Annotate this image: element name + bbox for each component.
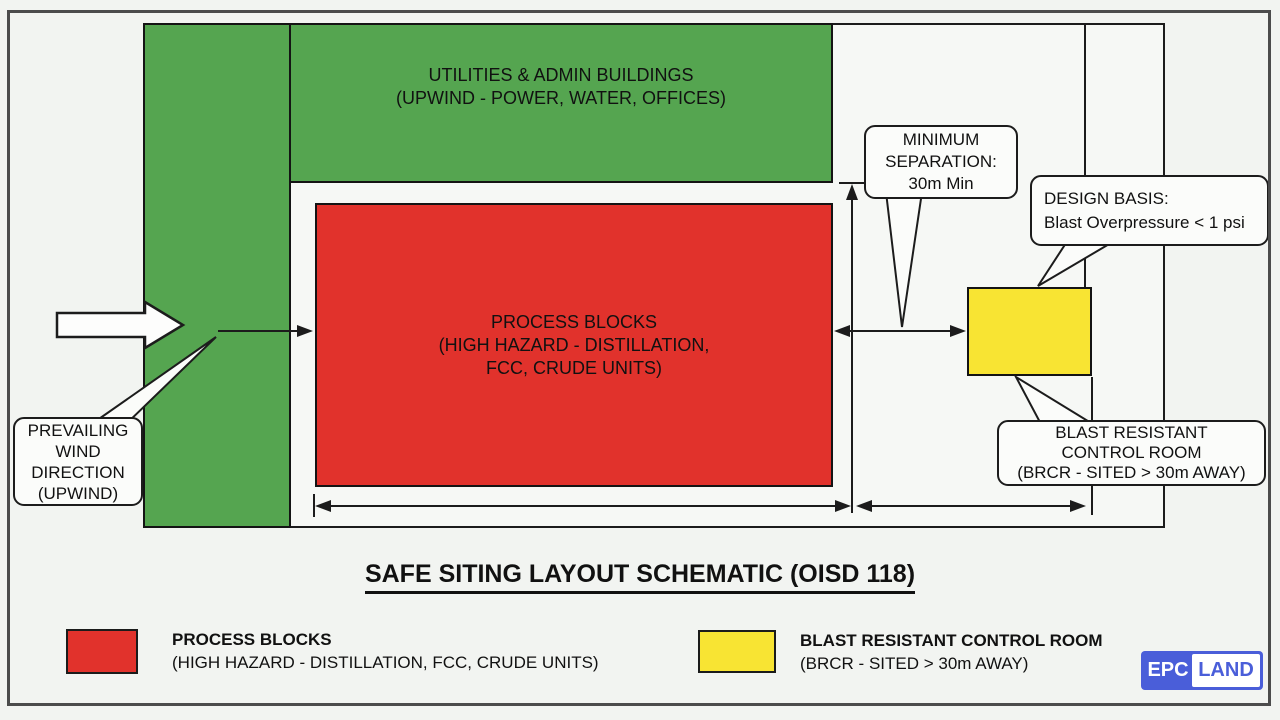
process-blocks-block: PROCESS BLOCKS (HIGH HAZARD - DISTILLATI…	[315, 203, 833, 487]
prevailing-wind-callout: PREVAILING WIND DIRECTION (UPWIND)	[13, 417, 143, 506]
process-label-line2: (HIGH HAZARD - DISTILLATION,	[438, 334, 710, 355]
logo-land-text: LAND	[1192, 654, 1260, 687]
wind-callout-line2: WIND	[55, 441, 101, 461]
legend-item-process: PROCESS BLOCKS (HIGH HAZARD - DISTILLATI…	[172, 628, 599, 674]
design-basis-line1: DESIGN BASIS:	[1044, 188, 1169, 208]
separation-callout-line2: SEPARATION:	[885, 152, 997, 171]
blast-resistant-control-room-block	[967, 287, 1092, 376]
wind-callout-line1: PREVAILING	[27, 420, 129, 440]
wind-callout-line4: (UPWIND)	[37, 483, 119, 503]
wind-callout-line3: DIRECTION	[31, 462, 125, 482]
epc-land-logo: EPC LAND	[1141, 651, 1263, 690]
separation-callout-line1: MINIMUM	[902, 130, 980, 149]
legend-swatch-brcr	[698, 630, 776, 673]
legend-process-title: PROCESS BLOCKS	[172, 630, 332, 649]
process-label-line3: FCC, CRUDE UNITS)	[486, 357, 662, 378]
minimum-separation-callout: MINIMUM SEPARATION: 30m Min	[864, 125, 1018, 199]
separation-callout-line3: 30m Min	[908, 174, 974, 193]
page-title: SAFE SITING LAYOUT SCHEMATIC (OISD 118)	[364, 560, 916, 594]
legend-item-brcr: BLAST RESISTANT CONTROL ROOM (BRCR - SIT…	[800, 629, 1103, 675]
design-basis-line2: Blast Overpressure < 1 psi	[1044, 212, 1245, 232]
brcr-callout-line3: (BRCR - SITED > 30m AWAY)	[1017, 463, 1246, 482]
utilities-admin-label-line2: (UPWIND - POWER, WATER, OFFICES)	[396, 88, 726, 108]
utilities-admin-label-line1: UTILITIES & ADMIN BUILDINGS	[428, 65, 694, 85]
legend-brcr-subtitle: (BRCR - SITED > 30m AWAY)	[800, 654, 1029, 673]
upwind-green-strip	[143, 23, 291, 528]
legend-brcr-title: BLAST RESISTANT CONTROL ROOM	[800, 631, 1103, 650]
title-row: SAFE SITING LAYOUT SCHEMATIC (OISD 118)	[0, 560, 1280, 594]
utilities-admin-block: UTILITIES & ADMIN BUILDINGS (UPWIND - PO…	[289, 23, 833, 183]
brcr-callout: BLAST RESISTANT CONTROL ROOM (BRCR - SIT…	[997, 420, 1266, 486]
brcr-callout-line2: CONTROL ROOM	[1061, 443, 1202, 462]
process-label-line1: PROCESS BLOCKS	[490, 311, 658, 332]
legend-process-subtitle: (HIGH HAZARD - DISTILLATION, FCC, CRUDE …	[172, 653, 599, 672]
brcr-callout-line1: BLAST RESISTANT	[1055, 423, 1208, 442]
design-basis-callout: DESIGN BASIS: Blast Overpressure < 1 psi	[1030, 175, 1269, 246]
legend-swatch-process	[66, 629, 138, 674]
logo-epc-text: EPC	[1147, 659, 1189, 681]
